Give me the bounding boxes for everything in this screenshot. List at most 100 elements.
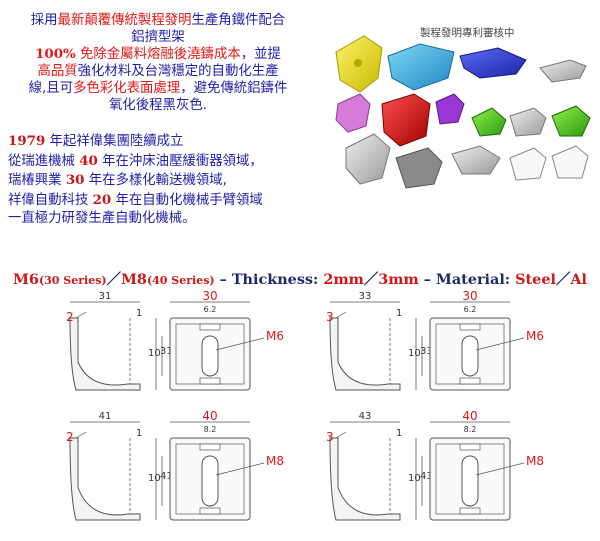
spec-material-al: Al <box>570 271 587 288</box>
slot-width-label: 8.2 <box>464 425 477 434</box>
bottom-tab <box>199 377 221 385</box>
bracket-gray-large <box>345 133 391 185</box>
bracket-blue <box>459 47 527 79</box>
side-dim-label: 43 <box>420 471 433 482</box>
spec-m6-series: (30 Series) <box>38 274 107 287</box>
top-tab <box>459 443 481 451</box>
history-text: 年在自動化機械手臂領域 <box>111 192 263 208</box>
history-text: 年在多樣化輸送機領域, <box>84 173 227 189</box>
hole-dim-label: 10 <box>148 348 161 359</box>
top-tab <box>199 443 221 451</box>
thin-dim-label: 1 <box>136 308 142 319</box>
spec-thickness-3: 3mm <box>378 271 419 288</box>
company-history: 1979 年起祥偉集團陸續成立 從瑞進機械 40 年在沖床油壓緩衝器領域， 瑞椿… <box>8 132 328 229</box>
spec-material-steel: Steel <box>515 271 556 288</box>
spec-separator: ／ <box>106 271 121 288</box>
bolt-size-label: M6 <box>266 329 284 343</box>
slot-width-label: 6.2 <box>204 305 217 314</box>
length-dim-label: 43 <box>359 411 372 422</box>
mounting-slot <box>461 335 479 377</box>
width-dim-label: 40 <box>202 410 217 423</box>
thin-dim-label: 1 <box>396 428 402 439</box>
thickness-label: 3 <box>326 310 334 324</box>
top-tab <box>459 323 481 331</box>
thin-dim-label: 1 <box>396 308 402 319</box>
thickness-label: 2 <box>66 430 74 444</box>
bolt-leader <box>475 337 525 351</box>
intro-text: 強化材料及台灣穩定的自動化生產 <box>77 64 279 79</box>
bracket-green <box>471 107 507 137</box>
width-dim-label: 30 <box>462 290 477 303</box>
history-year: 1979 <box>8 133 46 149</box>
intro-highlight: 免除金屬料熔融後澆鑄成本 <box>75 47 241 62</box>
bracket-side-view <box>69 317 141 391</box>
history-text: 年在沖床油壓緩衝器領域， <box>97 153 263 169</box>
length-dim-label: 31 <box>99 291 112 302</box>
thickness-leader <box>75 431 87 439</box>
intro-highlight: 高品質 <box>37 64 78 79</box>
bottom-tab <box>459 507 481 515</box>
bottom-tab <box>459 377 481 385</box>
intro-text: 鋁擠型架 <box>131 30 185 45</box>
bolt-size-label: M6 <box>526 329 544 343</box>
intro-text: ，並提 <box>240 47 281 62</box>
bracket-pink <box>335 93 371 133</box>
intro-text: ，避免傳統鋁鑄件 <box>180 81 288 96</box>
history-text: 瑞椿興業 <box>8 173 66 189</box>
product-photo <box>335 35 591 189</box>
history-years: 20 <box>92 191 112 208</box>
thickness-leader <box>335 311 347 319</box>
patent-caption: 製程發明專利審核中 <box>420 27 515 39</box>
history-text: 一直極力研發生產自動化機械。 <box>8 211 196 227</box>
side-dim-label: 33 <box>420 346 433 357</box>
side-dim-label: 31 <box>160 346 173 357</box>
intro-highlight: 多色彩化表面處理 <box>73 81 181 96</box>
intro-highlight: 最新顛覆傳統製程發明 <box>57 13 192 28</box>
bracket-silver-bottom <box>451 145 501 175</box>
spec-separator: ／ <box>363 271 379 288</box>
slot-width-label: 6.2 <box>464 305 477 314</box>
intro-paragraph: 採用最新顛覆傳統製程發明生產角鐵件配合 鋁擠型架 100% 免除金屬料熔融後澆鑄… <box>6 12 310 114</box>
bracket-purple <box>435 93 465 125</box>
bracket-side-view <box>329 437 401 521</box>
history-text: 從瑞進機械 <box>8 153 80 169</box>
intro-percent: 100% <box>35 46 76 62</box>
intro-text: 氧化後程黑灰色. <box>109 98 207 113</box>
spec-thickness-label: – Thickness: <box>214 271 324 288</box>
bolt-leader <box>475 462 525 476</box>
bracket-silver-mid <box>509 107 547 137</box>
intro-text: 生產角鐵件配合 <box>191 13 286 28</box>
drawing-m6-2mm: 31 2 1 31 30 6.2 10 M6 <box>66 290 284 391</box>
width-dim-label: 40 <box>462 410 477 423</box>
spec-thickness-2: 2mm <box>323 271 364 288</box>
bolt-leader <box>215 337 265 351</box>
length-dim-label: 33 <box>359 291 372 302</box>
bracket-side-view <box>69 437 141 521</box>
bracket-white-1 <box>509 147 547 181</box>
thickness-leader <box>75 311 87 319</box>
slot-width-label: 8.2 <box>204 425 217 434</box>
bracket-lime <box>551 105 591 137</box>
intro-text: 採用 <box>30 13 58 28</box>
mounting-slot <box>461 455 479 507</box>
bracket-red <box>381 93 431 147</box>
bracket-cyan <box>387 43 455 91</box>
thickness-label: 2 <box>66 310 74 324</box>
top-tab <box>199 323 221 331</box>
width-dim-label: 30 <box>202 290 217 303</box>
intro-text: 線,且可 <box>28 81 74 96</box>
spec-m6: M6 <box>12 271 39 288</box>
mounting-slot <box>201 455 219 507</box>
bolt-leader <box>215 462 265 476</box>
bolt-size-label: M8 <box>266 454 284 468</box>
thin-dim-label: 1 <box>136 428 142 439</box>
bottom-tab <box>199 507 221 515</box>
bracket-silver-top <box>539 59 587 83</box>
bolt-size-label: M8 <box>526 454 544 468</box>
bracket-side-view <box>329 317 401 391</box>
spec-m8-series: (40 Series) <box>146 274 215 287</box>
history-years: 40 <box>79 152 98 169</box>
